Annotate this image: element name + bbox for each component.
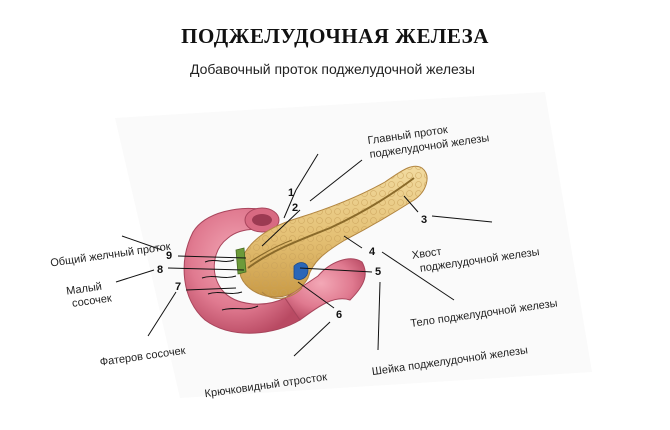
marker-8: 8 — [157, 264, 163, 276]
marker-2: 2 — [292, 202, 298, 214]
marker-3: 3 — [421, 214, 427, 226]
page-title: ПОДЖЕЛУДОЧНАЯ ЖЕЛЕЗА — [181, 24, 489, 48]
label-tail-line1: Хвост — [411, 246, 442, 262]
label-minor-papilla-line1: Малый — [65, 281, 102, 298]
marker-7: 7 — [175, 281, 181, 293]
marker-1: 1 — [288, 187, 294, 199]
marker-9: 9 — [166, 250, 172, 262]
marker-6: 6 — [336, 309, 342, 321]
marker-5: 5 — [375, 266, 381, 278]
label-minor-papilla-line2: сосочек — [71, 292, 112, 309]
leader-lines — [115, 153, 493, 357]
marker-4: 4 — [369, 246, 376, 258]
duodenum — [183, 207, 366, 334]
accessory-duct-label: Добавочный проток поджелудочной железы — [190, 61, 475, 77]
pancreas — [235, 165, 428, 299]
